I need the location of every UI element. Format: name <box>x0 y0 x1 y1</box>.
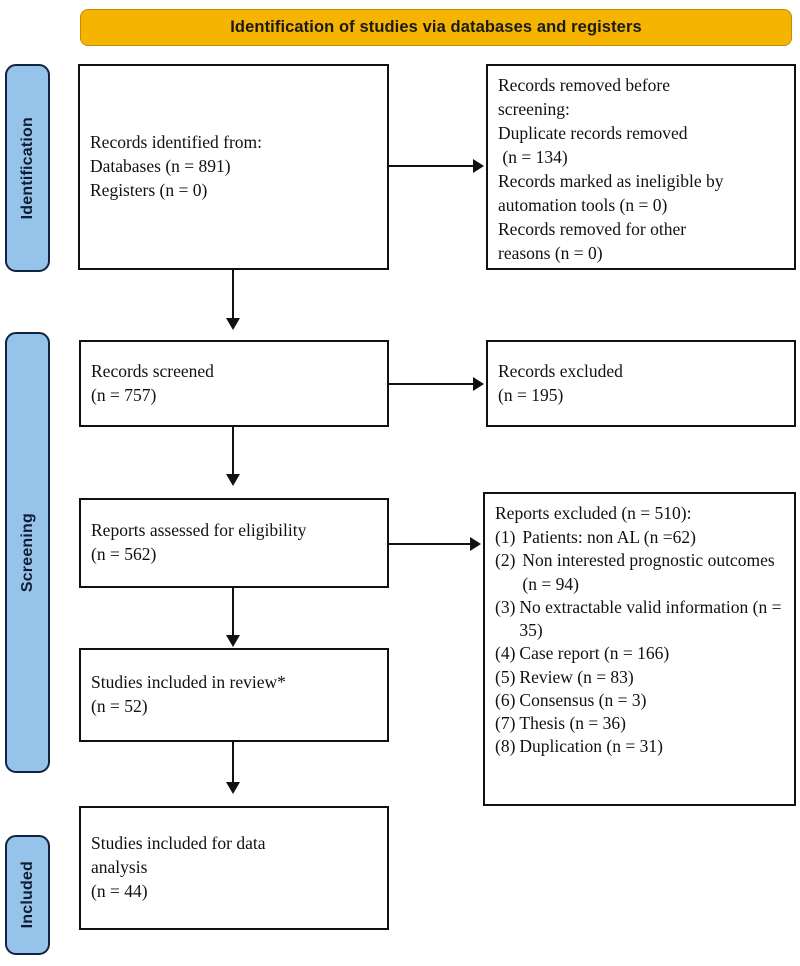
box-records-screened-text: Records screened (n = 757) <box>91 360 214 405</box>
connector-identified-to-screened-arrow-icon <box>226 318 240 330</box>
reports-excluded-item-number: (6) <box>495 689 516 710</box>
reports-excluded-item-text: Duplication (n = 31) <box>519 736 663 757</box>
box-studies-included-review: Studies included in review* (n = 52) <box>79 648 389 742</box>
stage-label-screening: Screening <box>18 512 36 593</box>
box-records-removed-text: Records removed before screening: Duplic… <box>498 75 724 263</box>
box-studies-included-data-analysis: Studies included for data analysis (n = … <box>79 806 389 930</box>
connector-eligibility-to-included-review-line <box>232 588 234 636</box>
stage-label-included: Included <box>18 861 36 929</box>
reports-excluded-item-number: (5) <box>495 666 516 687</box>
reports-excluded-item-text: Review (n = 83) <box>519 666 634 687</box>
reports-excluded-item: (7) Thesis (n = 36) <box>495 712 784 735</box>
reports-excluded-item: (3) No extractable valid information (n … <box>495 596 784 643</box>
reports-excluded-item: (6) Consensus (n = 3) <box>495 689 784 712</box>
reports-excluded-item: (5) Review (n = 83) <box>495 666 784 689</box>
reports-excluded-heading: Reports excluded (n = 510): <box>495 503 692 523</box>
reports-excluded-item-text: Non interested prognostic outcomes (n = … <box>522 550 775 594</box>
box-records-removed: Records removed before screening: Duplic… <box>486 64 796 270</box>
reports-excluded-item-number: (1) <box>495 526 516 547</box>
connector-eligibility-to-excluded-reports-line <box>389 543 471 545</box>
reports-excluded-item-number: (8) <box>495 736 516 757</box>
connector-screened-to-excluded-arrow-icon <box>473 377 484 391</box>
reports-excluded-item: (2) Non interested prognostic outcomes (… <box>495 549 784 596</box>
box-studies-included-review-text: Studies included in review* (n = 52) <box>91 672 286 716</box>
stage-label-identification: Identification <box>18 116 36 220</box>
box-records-identified-text: Records identified from: Databases (n = … <box>90 132 263 200</box>
reports-excluded-item: (8) Duplication (n = 31) <box>495 735 784 758</box>
box-records-excluded: Records excluded (n = 195) <box>486 340 796 427</box>
connector-screened-to-excluded-line <box>389 383 474 385</box>
reports-excluded-item-text: Patients: non AL (n =62) <box>522 526 696 547</box>
stage-bar-identification: Identification <box>5 64 50 272</box>
reports-excluded-item: (4) Case report (n = 166) <box>495 642 784 665</box>
box-reports-excluded: Reports excluded (n = 510): (1) Patients… <box>483 492 796 806</box>
box-records-screened: Records screened (n = 757) <box>79 340 389 427</box>
banner-title: Identification of studies via databases … <box>230 18 642 36</box>
stage-bar-included: Included <box>5 835 50 955</box>
reports-excluded-item-number: (7) <box>495 713 516 734</box>
box-reports-assessed-eligibility: Reports assessed for eligibility (n = 56… <box>79 498 389 588</box>
reports-excluded-item-text: No extractable valid information (n = 35… <box>519 596 782 641</box>
box-studies-included-data-text: Studies included for data analysis (n = … <box>91 833 266 901</box>
connector-identified-to-screened-line <box>232 270 234 319</box>
connector-included-review-to-data-line <box>232 742 234 783</box>
reports-excluded-item-text: Case report (n = 166) <box>519 643 670 664</box>
connector-included-review-to-data-arrow-icon <box>226 782 240 794</box>
reports-excluded-item-number: (3) <box>495 596 516 617</box>
stage-bar-screening: Screening <box>5 332 50 773</box>
reports-excluded-item: (1) Patients: non AL (n =62) <box>495 526 784 549</box>
reports-excluded-item-text: Consensus (n = 3) <box>519 689 647 710</box>
reports-excluded-list: (1) Patients: non AL (n =62) (2) Non int… <box>495 526 784 759</box>
connector-identified-to-removed-line <box>389 165 474 167</box>
connector-screened-to-eligibility-line <box>232 427 234 475</box>
diagram-header-banner: Identification of studies via databases … <box>80 9 792 46</box>
box-records-excluded-text: Records excluded (n = 195) <box>498 360 623 405</box>
reports-excluded-item-text: Thesis (n = 36) <box>519 713 626 734</box>
reports-excluded-item-number: (2) <box>495 550 516 571</box>
box-reports-assessed-text: Reports assessed for eligibility (n = 56… <box>91 520 307 564</box>
connector-eligibility-to-included-review-arrow-icon <box>226 635 240 647</box>
reports-excluded-item-number: (4) <box>495 643 516 664</box>
connector-identified-to-removed-arrow-icon <box>473 159 484 173</box>
connector-screened-to-eligibility-arrow-icon <box>226 474 240 486</box>
box-records-identified: Records identified from: Databases (n = … <box>78 64 389 270</box>
connector-eligibility-to-excluded-reports-arrow-icon <box>470 537 481 551</box>
